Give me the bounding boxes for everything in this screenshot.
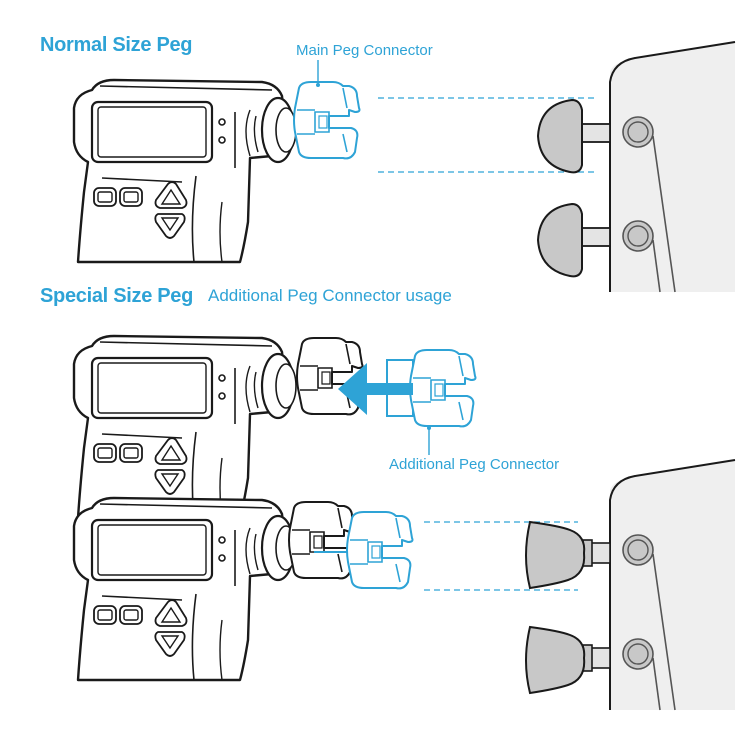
tuner-device-normal [72,78,298,264]
main-peg-connector [293,81,361,160]
tuner-device-special [72,496,298,682]
main-peg-connector-label: Main Peg Connector [296,42,433,59]
special-size-peg-title: Special Size Peg [40,285,194,307]
additional-peg-connector-label: Additional Peg Connector [389,456,560,473]
additional-connector-leader-dot [427,426,431,430]
peg-normal-bottom [536,202,611,278]
headstock-special [609,459,736,711]
tuner-device-special-insert [72,334,298,520]
main-connector-leader-dot [316,83,320,87]
normal-size-peg-title: Normal Size Peg [40,34,193,56]
peg-special-bottom [525,625,611,695]
fitted-additional-peg-connector [314,511,414,590]
fitted-main-connector-black-2 [288,501,356,580]
headstock-normal [609,41,736,293]
peg-normal-top [536,98,611,174]
peg-special-top [525,520,611,590]
additional-connector-usage-subtitle: Additional Peg Connector usage [208,286,452,305]
insert-arrow-icon [338,363,413,415]
